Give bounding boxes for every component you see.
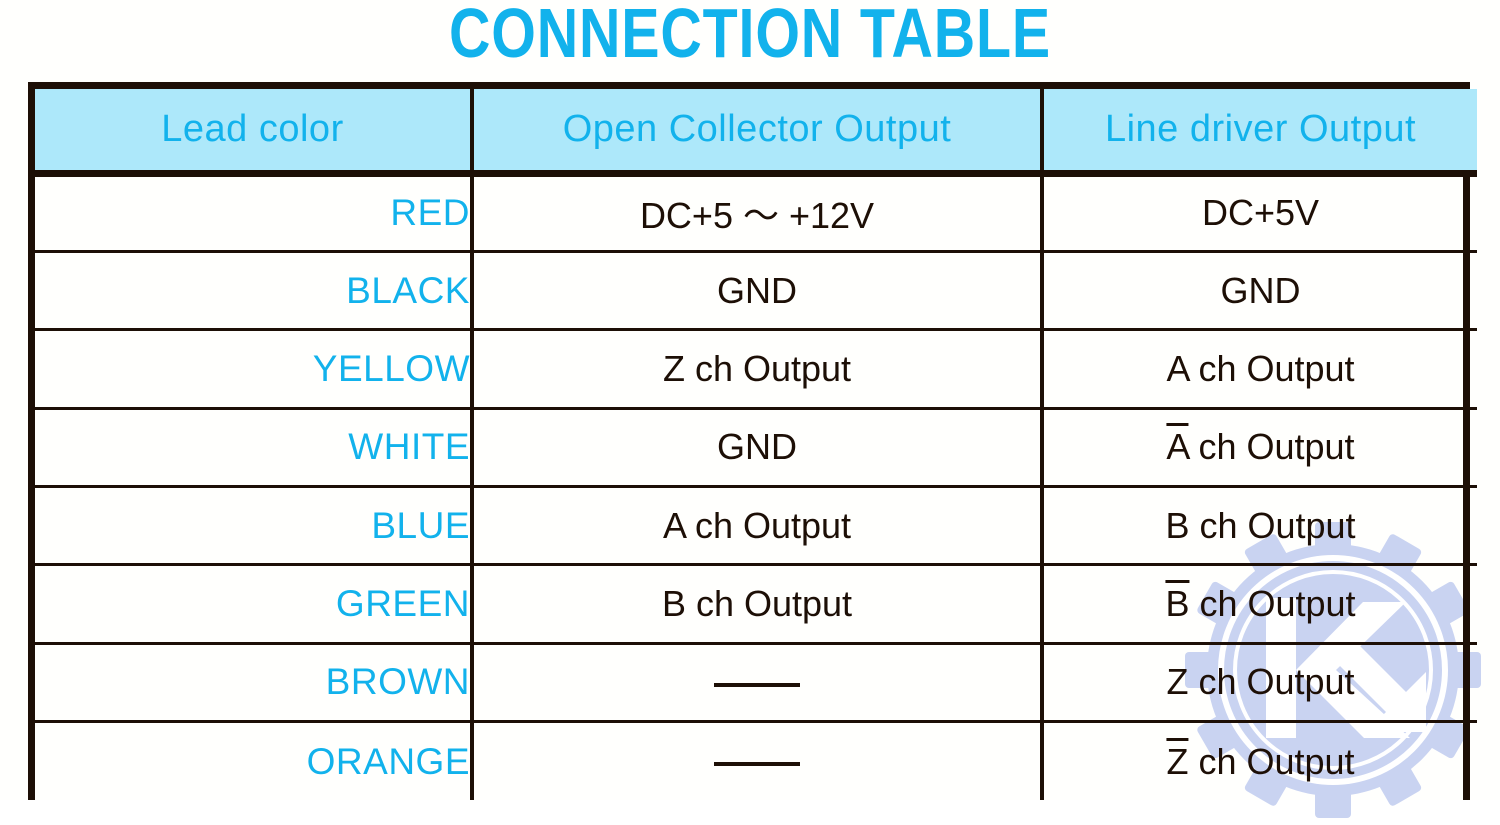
table-row: YELLOW Z ch Output A ch Output [35, 329, 1477, 410]
page-title: CONNECTION TABLE [449, 0, 1051, 72]
cell-lead-color: BLACK [35, 251, 474, 332]
cell-lead-color: ORANGE [35, 721, 474, 800]
cell-line-driver: DC+5V [1042, 173, 1477, 253]
cell-lead-color: YELLOW [35, 329, 474, 410]
cell-line-driver: A ch Output [1042, 408, 1477, 489]
cell-open-collector: A ch Output [472, 486, 1044, 567]
overbar-label: A [1166, 426, 1189, 468]
table-row: RED DC+5 〜 +12V DC+5V [35, 173, 1477, 253]
connection-table-container: Lead color Open Collector Output Line dr… [28, 82, 1477, 800]
cell-lead-color: GREEN [35, 564, 474, 645]
cell-lead-color: RED [35, 173, 474, 253]
cell-line-driver: Z ch Output [1042, 722, 1477, 800]
column-header-line-driver-output: Line driver Output [1042, 89, 1477, 177]
cell-open-collector: GND [472, 251, 1044, 332]
cell-lead-color: BLUE [35, 486, 474, 567]
cell-open-collector: DC+5 〜 +12V [472, 173, 1044, 253]
cell-line-driver: B ch Output [1042, 486, 1477, 567]
cell-open-collector: Z ch Output [472, 329, 1044, 410]
signal-label: ch Output [1189, 583, 1356, 625]
cell-open-collector: B ch Output [472, 564, 1044, 645]
connection-table: Lead color Open Collector Output Line dr… [35, 89, 1477, 800]
cell-line-driver: A ch Output [1042, 329, 1477, 410]
cell-line-driver: B ch Output [1042, 564, 1477, 645]
cell-open-collector: GND [472, 408, 1044, 489]
cell-open-collector [472, 643, 1044, 724]
empty-dash-icon [714, 682, 800, 687]
table-row: ORANGE Z ch Output [35, 721, 1477, 800]
table-row: BLACK GND GND [35, 251, 1477, 332]
table-header-row: Lead color Open Collector Output Line dr… [35, 89, 1477, 177]
table-row: GREEN B ch Output B ch Output [35, 564, 1477, 645]
overbar-label: Z [1166, 740, 1189, 782]
overbar-label: B [1165, 583, 1190, 625]
table-row: WHITE GND A ch Output [35, 408, 1477, 489]
connection-table-page: CONNECTION TABLE [28, 0, 1481, 818]
cell-lead-color: BROWN [35, 643, 474, 724]
cell-line-driver: Z ch Output [1042, 643, 1477, 724]
column-header-lead-color: Lead color [35, 89, 474, 177]
signal-label: ch Output [1188, 426, 1355, 468]
cell-lead-color: WHITE [35, 408, 474, 489]
signal-label: ch Output [1188, 740, 1355, 782]
cell-open-collector [472, 721, 1044, 800]
empty-dash-icon [714, 762, 800, 767]
cell-line-driver: GND [1042, 251, 1477, 332]
table-row: BROWN Z ch Output [35, 643, 1477, 724]
table-body: RED DC+5 〜 +12V DC+5V BLACK GND GND YELL… [35, 173, 1477, 800]
table-row: BLUE A ch Output B ch Output [35, 486, 1477, 567]
column-header-open-collector-output: Open Collector Output [472, 89, 1044, 177]
